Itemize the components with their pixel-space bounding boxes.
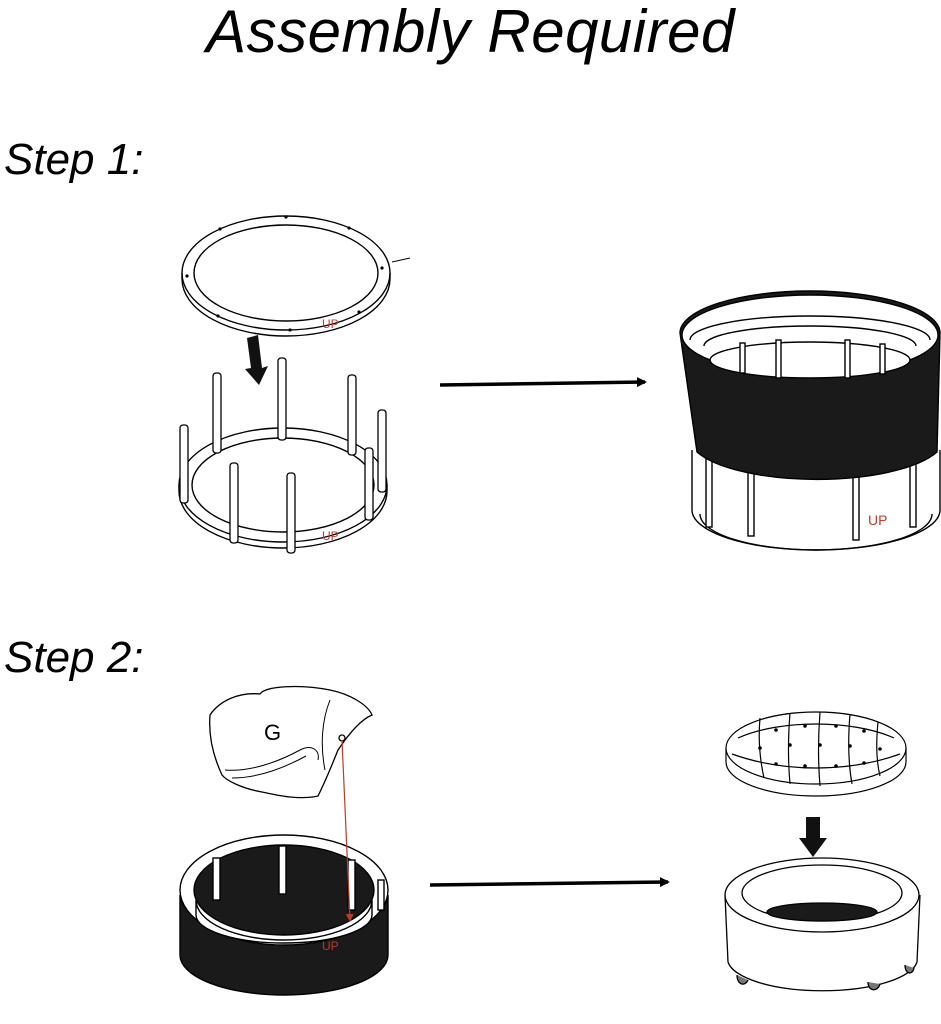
step2-tufted-lid [725, 711, 907, 797]
step2-frame-up-mark: UP [322, 939, 339, 953]
step-1-heading: Step 1: [4, 135, 144, 184]
step1-base-up-mark: UP [322, 529, 339, 543]
step2-ottoman-base [724, 857, 921, 992]
step2-frame-with-fabric [179, 834, 389, 996]
step2-arrow [429, 877, 670, 888]
step1-wrapped-frame [679, 290, 941, 551]
page-title: Assembly Required [206, 0, 735, 65]
step1-ring-up-mark: UP [322, 317, 339, 331]
step2-down-arrow [799, 817, 827, 857]
step1-arrow [439, 377, 647, 388]
step1-down-arrow [245, 335, 268, 385]
step1-posts [179, 357, 387, 554]
step1-top-ring [181, 215, 411, 337]
step2-cushion-g [209, 685, 373, 799]
part-g-label: G [264, 720, 281, 745]
step1-top-ring-holes [185, 215, 384, 332]
step2-guide-line [341, 739, 354, 922]
step-2-heading: Step 2: [4, 633, 144, 682]
step1-frame-up-mark: UP [868, 512, 887, 528]
